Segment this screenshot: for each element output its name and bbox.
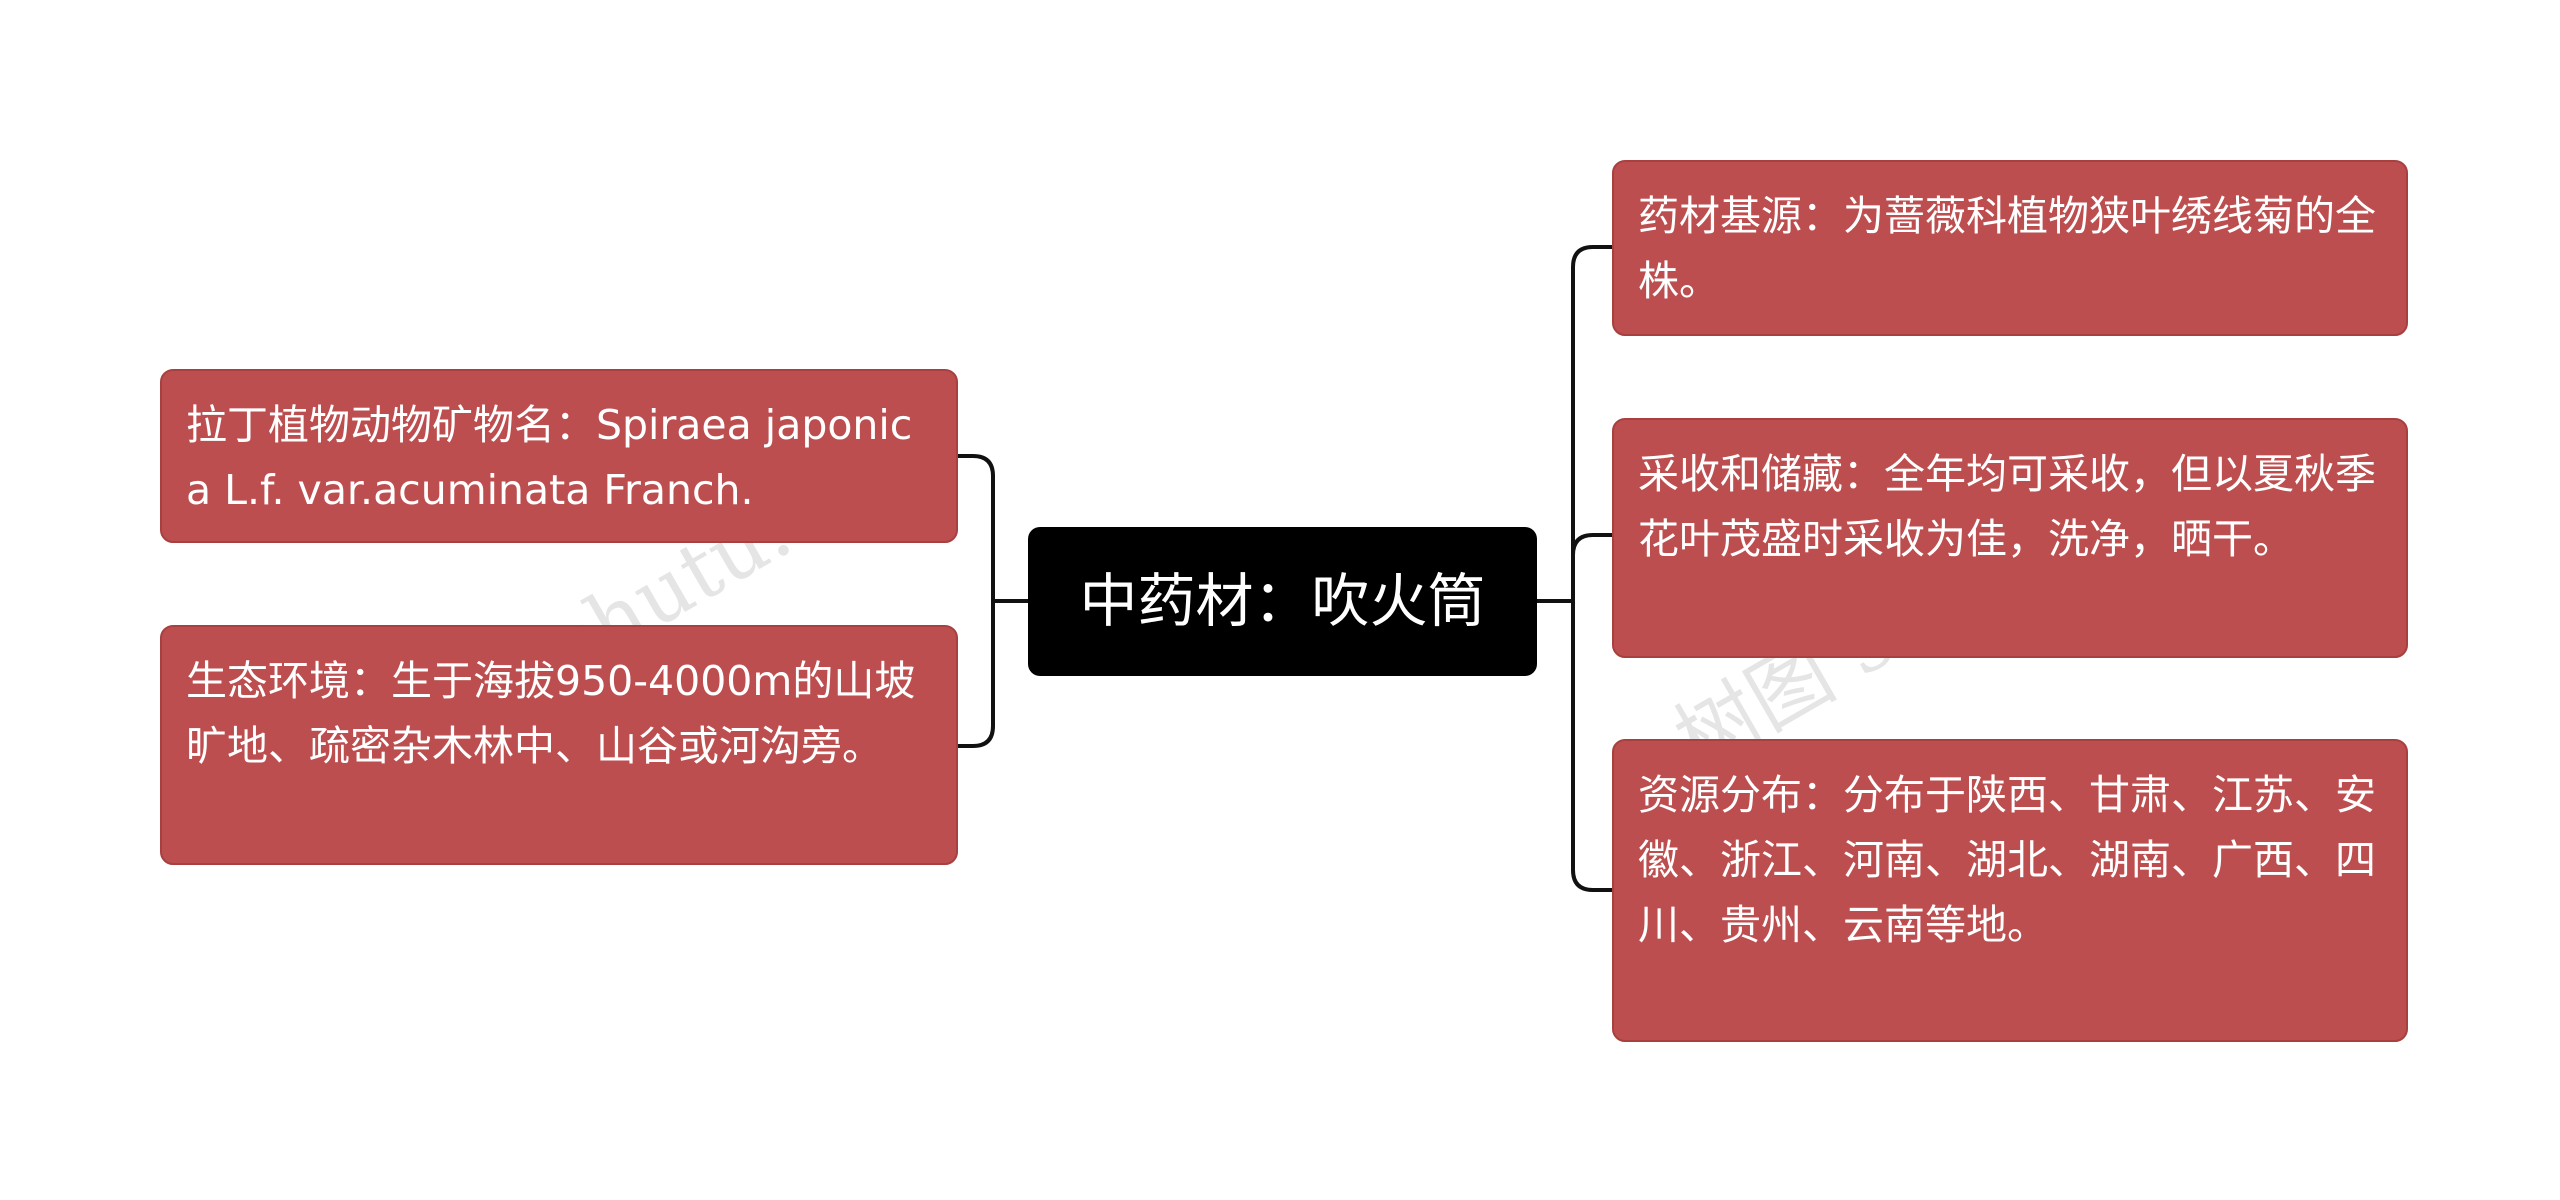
right-node-source-text: 药材基源：为蔷薇科植物狭叶绣线菊的全株。 xyxy=(1638,192,2376,305)
left-node-habitat-text: 生态环境：生于海拔950-4000m的山坡旷地、疏密杂木林中、山谷或河沟旁。 xyxy=(186,657,916,770)
right-node-source[interactable]: 药材基源：为蔷薇科植物狭叶绣线菊的全株。 xyxy=(1612,160,2408,336)
right-node-distribution-text: 资源分布：分布于陕西、甘肃、江苏、安徽、浙江、河南、湖北、湖南、广西、四川、贵州… xyxy=(1638,771,2376,949)
root-node-label: 中药材：吹火筒 xyxy=(1079,567,1486,635)
left-node-habitat[interactable]: 生态环境：生于海拔950-4000m的山坡旷地、疏密杂木林中、山谷或河沟旁。 xyxy=(160,625,958,865)
root-node[interactable]: 中药材：吹火筒 xyxy=(1028,527,1537,676)
right-node-harvest[interactable]: 采收和储藏：全年均可采收，但以夏秋季花叶茂盛时采收为佳，洗净，晒干。 xyxy=(1612,418,2408,658)
right-node-distribution[interactable]: 资源分布：分布于陕西、甘肃、江苏、安徽、浙江、河南、湖北、湖南、广西、四川、贵州… xyxy=(1612,739,2408,1042)
connector-right-bracket-top xyxy=(1571,245,1612,892)
left-node-latin-name[interactable]: 拉丁植物动物矿物名：Spiraea japonica L.f. var.acum… xyxy=(160,369,958,543)
left-node-latin-name-text: 拉丁植物动物矿物名：Spiraea japonica L.f. var.acum… xyxy=(186,401,913,514)
right-node-harvest-text: 采收和储藏：全年均可采收，但以夏秋季花叶茂盛时采收为佳，洗净，晒干。 xyxy=(1638,450,2376,563)
connector-left-bracket xyxy=(958,454,995,748)
connector-right-middle xyxy=(1571,533,1612,556)
